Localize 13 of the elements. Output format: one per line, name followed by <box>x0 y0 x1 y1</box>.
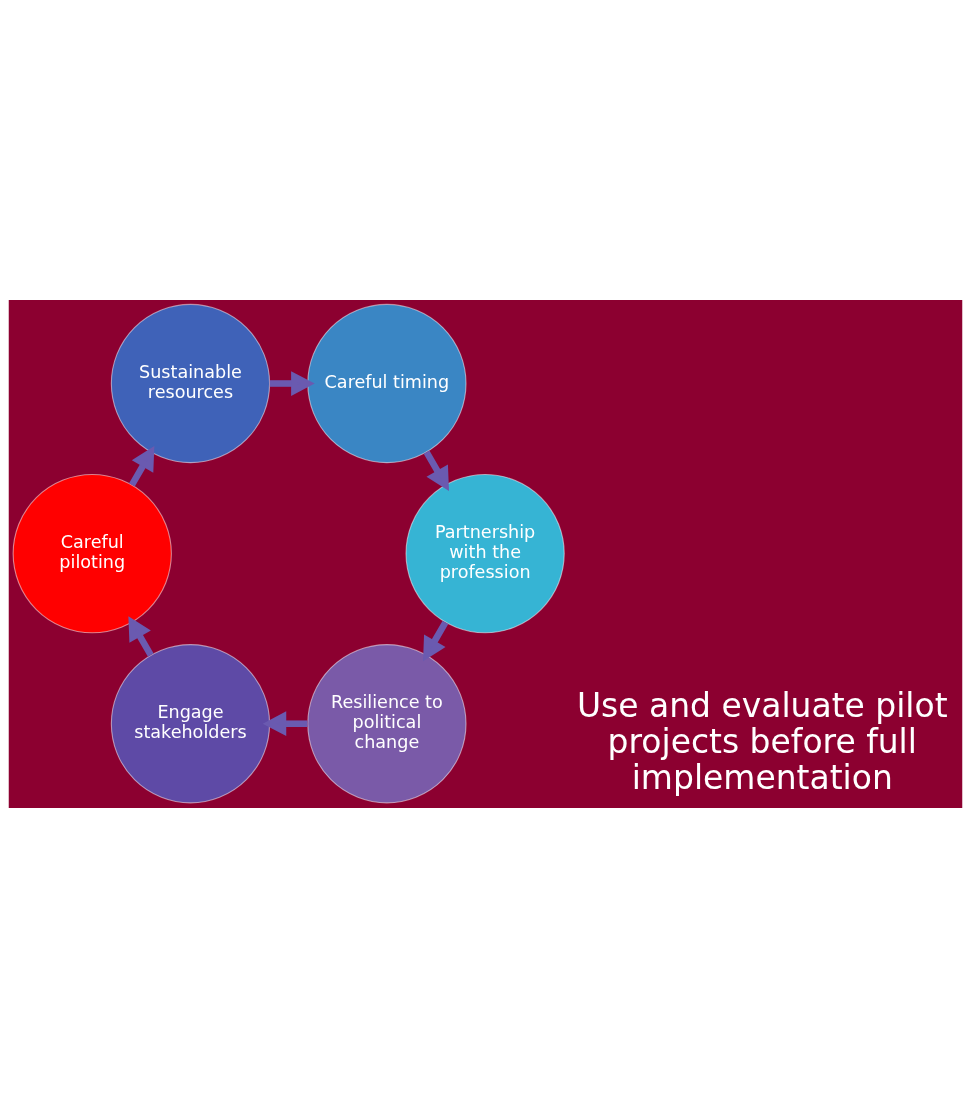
node-circle: Engage stakeholders <box>110 643 271 803</box>
arrow <box>262 710 308 736</box>
node-circle: Partnership with the profession <box>405 473 565 633</box>
arrow <box>423 450 449 491</box>
arrow <box>129 445 155 487</box>
arrow <box>128 615 154 657</box>
node-circle: Careful piloting <box>12 473 172 633</box>
label: Use and evaluate pilot projects before full implementation <box>576 685 948 797</box>
arrow <box>423 620 449 661</box>
node-circle: Sustainable resources <box>110 303 271 463</box>
arrow <box>269 370 315 396</box>
node-circle: Resilience to political change <box>307 643 467 803</box>
node-circle: Careful timing <box>307 303 467 463</box>
